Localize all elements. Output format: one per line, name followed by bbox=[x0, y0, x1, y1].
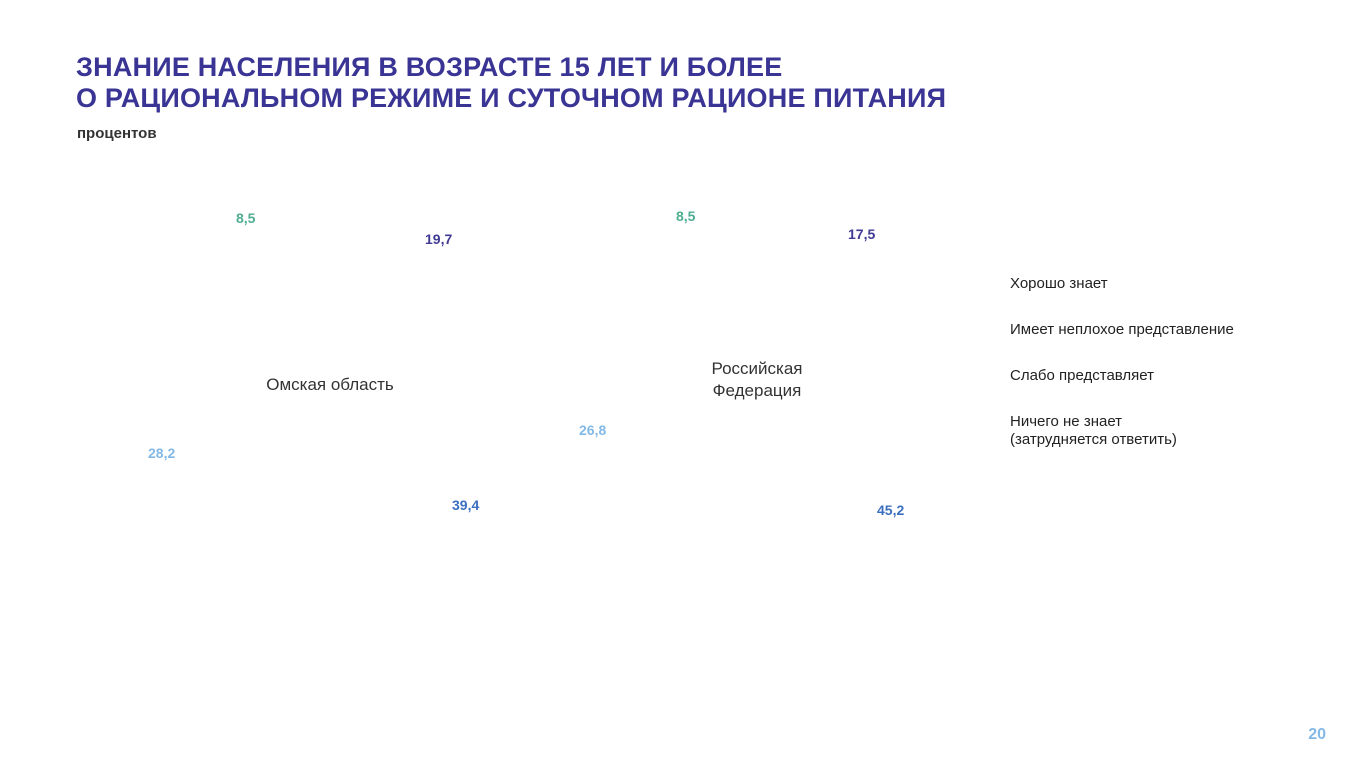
chart-center-label-russia-line-2: Федерация bbox=[712, 381, 802, 400]
chart-center-label-omsk: Омская область bbox=[266, 375, 394, 394]
data-label-russia-none: 8,5 bbox=[676, 208, 696, 224]
legend-item-good: Хорошо знает bbox=[1010, 275, 1108, 292]
data-label-russia-good: 17,5 bbox=[848, 226, 876, 242]
chart-unit-subtitle: процентов bbox=[77, 125, 157, 142]
data-label-omsk-decent: 39,4 bbox=[452, 497, 480, 513]
data-label-russia-decent: 45,2 bbox=[877, 502, 905, 518]
chart-center-label-russia-line-1: Российская bbox=[711, 359, 803, 378]
data-label-omsk-none: 8,5 bbox=[236, 210, 256, 226]
legend-item-decent: Имеет неплохое представление bbox=[1010, 321, 1234, 338]
title-line-2: О РАЦИОНАЛЬНОМ РЕЖИМЕ И СУТОЧНОМ РАЦИОНЕ… bbox=[76, 83, 947, 113]
chart-center-label-russia: Российская Федерация bbox=[667, 358, 847, 402]
data-label-omsk-weak: 28,2 bbox=[148, 445, 176, 461]
donut-chart-omsk bbox=[180, 220, 480, 520]
page-title: ЗНАНИЕ НАСЕЛЕНИЯ В ВОЗРАСТЕ 15 ЛЕТ И БОЛ… bbox=[76, 52, 946, 114]
legend-item-weak: Слабо представляет bbox=[1010, 367, 1155, 384]
data-label-omsk-good: 19,7 bbox=[425, 231, 453, 247]
data-label-russia-weak: 26,8 bbox=[579, 422, 607, 438]
legend-item-none: Ничего не знает (затрудняется ответить) bbox=[1010, 413, 1177, 448]
page-number: 20 bbox=[1308, 726, 1326, 743]
title-line-1: ЗНАНИЕ НАСЕЛЕНИЯ В ВОЗРАСТЕ 15 ЛЕТ И БОЛ… bbox=[76, 52, 783, 82]
